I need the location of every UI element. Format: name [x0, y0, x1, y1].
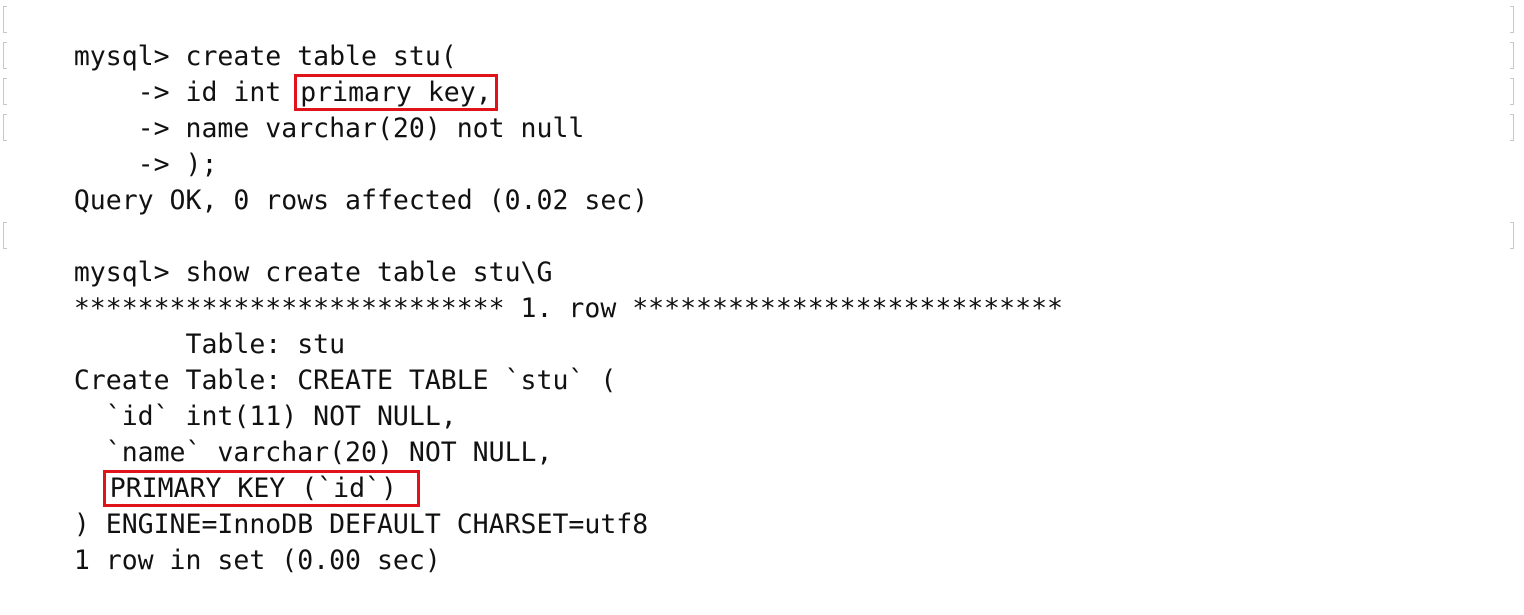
result-text: Query OK, 0 rows affected (0.02 sec) — [73, 185, 649, 216]
line-bracket-left — [3, 222, 7, 249]
row-header-text: *************************** 1. row *****… — [73, 293, 1063, 324]
line-bracket-right — [1510, 42, 1514, 69]
line-bracket-right — [1510, 6, 1514, 33]
continuation-line: -> name varchar(20) not null — [3, 75, 1514, 144]
output-line: `name` varchar(20) NOT NULL, — [10, 399, 1514, 468]
line-bracket-left — [3, 78, 7, 105]
output-line: Table: stu — [10, 291, 1514, 360]
command-text: mysql> create table stu( — [73, 41, 457, 72]
line-bracket-right — [1510, 78, 1514, 105]
prompt-line: mysql> show create table stu\G — [3, 219, 1514, 288]
terminal-output: mysql> create table stu( -> id int prima… — [3, 3, 1514, 576]
query-result: 1 row in set (0.00 sec) — [10, 507, 1514, 576]
output-text: ) ENGINE=InnoDB DEFAULT CHARSET=utf8 — [73, 509, 649, 540]
command-text: -> ); — [73, 149, 218, 180]
line-bracket-left — [3, 6, 7, 33]
output-line: `id` int(11) NOT NULL, — [10, 363, 1514, 432]
highlight-box-primary-key: primary key, — [294, 74, 498, 111]
line-bracket-left — [3, 114, 7, 141]
query-result: Query OK, 0 rows affected (0.02 sec) — [10, 147, 1514, 216]
prompt-line: mysql> create table stu( — [3, 3, 1514, 72]
line-bracket-left — [3, 42, 7, 69]
output-text: Create Table: CREATE TABLE `stu` ( — [73, 365, 617, 396]
output-line: ) ENGINE=InnoDB DEFAULT CHARSET=utf8 — [10, 471, 1514, 540]
command-text: -> id int — [73, 77, 298, 108]
result-text: 1 row in set (0.00 sec) — [73, 545, 441, 576]
command-text: -> name varchar(20) not null — [73, 113, 585, 144]
output-line: Create Table: CREATE TABLE `stu` ( — [10, 327, 1514, 396]
output-text: `name` varchar(20) NOT NULL, — [73, 437, 553, 468]
command-text: mysql> show create table stu\G — [73, 257, 553, 288]
output-text: `id` int(11) NOT NULL, — [73, 401, 457, 432]
line-bracket-right — [1510, 222, 1514, 249]
row-separator: *************************** 1. row *****… — [10, 255, 1514, 324]
output-text: Table: stu — [73, 329, 346, 360]
continuation-line: -> id int primary key, — [3, 39, 1514, 111]
line-bracket-right — [1510, 114, 1514, 141]
output-line: PRIMARY KEY (`id`) — [10, 435, 1514, 507]
continuation-line: -> ); — [3, 111, 1514, 180]
blank-line — [10, 183, 1514, 219]
highlight-box-primary-key-def: PRIMARY KEY (`id`) — [102, 470, 420, 507]
